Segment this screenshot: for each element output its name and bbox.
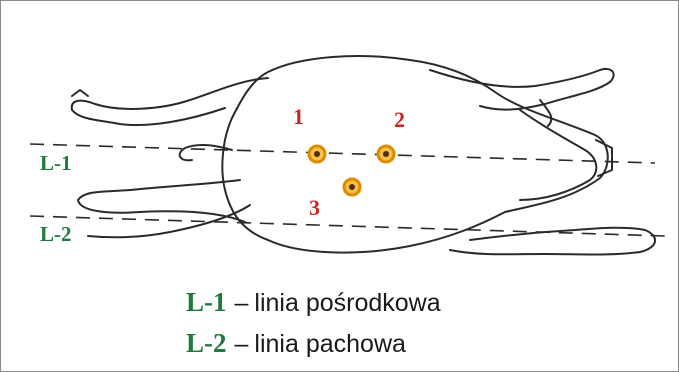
legend-dash: –	[235, 289, 249, 317]
line-l2	[30, 216, 665, 236]
injection-marker-3	[344, 179, 360, 195]
legend-code-l1: L-1	[186, 287, 227, 317]
point-label-2: 2	[394, 107, 405, 132]
legend: L-1–linia pośrodkowa L-2–linia pachowa	[186, 282, 441, 364]
legend-text-l2: linia pachowa	[254, 330, 406, 358]
animal-outline	[72, 56, 655, 255]
injection-marker-2	[378, 146, 394, 162]
point-label-3: 3	[309, 195, 320, 220]
legend-dash: –	[235, 330, 249, 358]
line-label-l2: L-2	[40, 222, 72, 246]
legend-code-l2: L-2	[186, 328, 227, 358]
point-label-1: 1	[293, 104, 304, 129]
injection-marker-1	[309, 146, 325, 162]
line-label-l1: L-1	[40, 151, 72, 175]
line-l1	[30, 144, 655, 163]
legend-text-l1: linia pośrodkowa	[254, 289, 440, 317]
legend-row-l1: L-1–linia pośrodkowa	[186, 282, 441, 323]
legend-row-l2: L-2–linia pachowa	[186, 323, 441, 364]
